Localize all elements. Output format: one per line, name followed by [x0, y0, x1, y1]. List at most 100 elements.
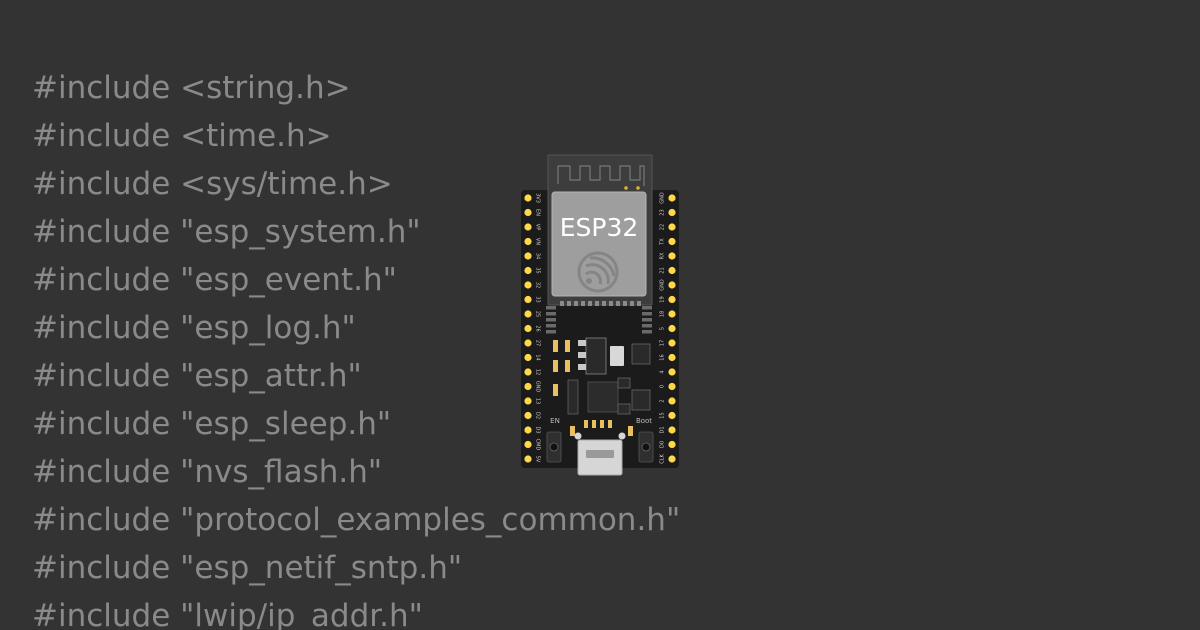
pin-pad	[668, 252, 676, 260]
module-pad	[567, 301, 571, 306]
code-line: #include <time.h>	[32, 118, 332, 154]
pin-pad	[524, 223, 532, 231]
pin-pad	[524, 426, 532, 434]
pin-label: 5	[660, 327, 666, 330]
pin-pad	[668, 353, 676, 362]
module-shield	[551, 191, 647, 297]
pin-pad	[668, 382, 676, 391]
pin-label: TX	[660, 238, 666, 246]
pin-label: VP	[535, 224, 541, 230]
pin-pad	[524, 353, 532, 362]
pin-label: GND	[535, 381, 541, 393]
pin-label: 5V	[535, 456, 541, 463]
pin-label: 23	[660, 209, 666, 215]
module-pad	[546, 312, 556, 316]
pin-pad	[668, 208, 676, 217]
code-line: #include "esp_attr.h"	[32, 358, 362, 394]
pin-pad	[524, 339, 532, 347]
pin-pad	[668, 266, 676, 275]
pin-label: 12	[535, 369, 541, 375]
module-pad	[616, 301, 620, 306]
module-pad	[609, 301, 613, 306]
pin-pad	[524, 382, 532, 391]
pin-label: 34	[535, 253, 541, 259]
code-line: #include "protocol_examples_common.h"	[32, 502, 681, 538]
en-button-label: EN	[550, 417, 560, 425]
pin-label: 25	[535, 311, 541, 317]
module-pad	[630, 301, 634, 306]
module-pad	[595, 301, 599, 306]
pin-pad	[668, 324, 676, 333]
module-label: ESP32	[560, 213, 639, 242]
pin-label: D2	[535, 412, 541, 419]
pin-pad	[524, 194, 532, 202]
pin-pad	[668, 440, 676, 449]
module-pad	[581, 301, 585, 306]
pin-label: 15	[660, 412, 666, 418]
pin-pad	[524, 411, 532, 420]
pin-label: 19	[660, 296, 666, 302]
module-pad	[546, 318, 556, 322]
pin-label: GND	[660, 279, 666, 291]
pin-pad	[524, 324, 532, 333]
pin-pad	[668, 295, 676, 304]
code-line: #include "esp_log.h"	[32, 310, 356, 346]
boot-button-label: Boot	[636, 417, 652, 425]
code-line: #include <sys/time.h>	[32, 166, 393, 202]
module-pad	[546, 330, 556, 334]
pin-pad	[524, 281, 532, 289]
pin-label: 22	[660, 224, 666, 230]
code-listing: #include <string.h> #include <time.h> #i…	[32, 64, 732, 630]
module-pad	[642, 312, 652, 316]
code-line: #include <string.h>	[32, 70, 351, 106]
pin-pad	[524, 310, 532, 318]
pin-label: 35	[535, 267, 541, 273]
pin-label: 18	[660, 311, 666, 317]
pin-pad	[524, 252, 532, 260]
pin-pad	[524, 440, 532, 449]
pin-pad	[668, 455, 676, 463]
pin-label: 32	[535, 282, 541, 288]
pin-label: 33	[535, 296, 541, 302]
code-line: #include "esp_system.h"	[32, 214, 421, 250]
pin-pad	[668, 237, 676, 246]
pin-label: 14	[535, 354, 541, 360]
module-pad	[546, 324, 556, 328]
pin-pad	[668, 411, 676, 420]
code-line: #include "nvs_flash.h"	[32, 454, 383, 490]
pin-pad	[524, 237, 532, 246]
pin-pad	[524, 295, 532, 304]
module-pad	[637, 301, 641, 306]
pin-label: 13	[535, 398, 541, 404]
module-pad	[602, 301, 606, 306]
pin-label: D1	[660, 426, 666, 433]
pin-label: 21	[660, 267, 666, 273]
module-pad	[642, 324, 652, 328]
antenna-trace	[557, 165, 645, 186]
module-pad	[642, 318, 652, 322]
module-pad	[588, 301, 592, 306]
module-pads	[546, 301, 652, 334]
pin-header-left: 3V3ENVPVN343532332526271412GND13D2D3CMD5…	[524, 193, 541, 463]
pin-pad	[524, 208, 532, 217]
pin-label: 16	[660, 354, 666, 360]
espressif-logo-icon	[577, 251, 619, 293]
code-line: #include "esp_sleep.h"	[32, 406, 392, 442]
module-pad	[546, 306, 556, 310]
pin-pad	[524, 368, 532, 376]
pin-pad	[524, 397, 532, 405]
module-pad	[642, 330, 652, 334]
pin-pad	[524, 455, 532, 463]
pin-pad	[668, 397, 676, 405]
pin-label: D0	[660, 441, 666, 448]
pin-pad	[524, 266, 532, 275]
pin-label: 3V3	[535, 193, 541, 203]
code-line: #include "esp_event.h"	[32, 262, 397, 298]
code-line: #include "esp_netif_sntp.h"	[32, 550, 463, 586]
pin-label: CMD	[535, 439, 541, 451]
module-pad	[642, 306, 652, 310]
module-pad	[574, 301, 578, 306]
pin-label: D3	[535, 426, 541, 433]
